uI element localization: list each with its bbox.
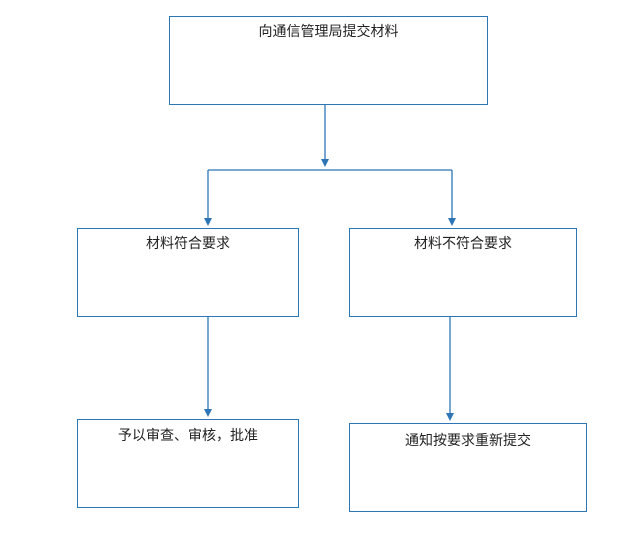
node-materials-not-meet-requirements: 材料不符合要求: [349, 228, 577, 317]
node-materials-meet-requirements: 材料符合要求: [77, 228, 299, 317]
node-submit-materials: 向通信管理局提交材料: [169, 16, 488, 105]
node-approve: 予以审查、审核，批准: [77, 419, 299, 508]
node-materials-not-meet-requirements-label: 材料不符合要求: [414, 236, 512, 252]
node-resubmit-label: 通知按要求重新提交: [405, 433, 531, 449]
node-approve-label: 予以审查、审核，批准: [118, 428, 258, 444]
node-resubmit: 通知按要求重新提交: [349, 423, 587, 512]
node-submit-materials-label: 向通信管理局提交材料: [258, 24, 399, 40]
node-materials-meet-requirements-label: 材料符合要求: [146, 236, 230, 252]
